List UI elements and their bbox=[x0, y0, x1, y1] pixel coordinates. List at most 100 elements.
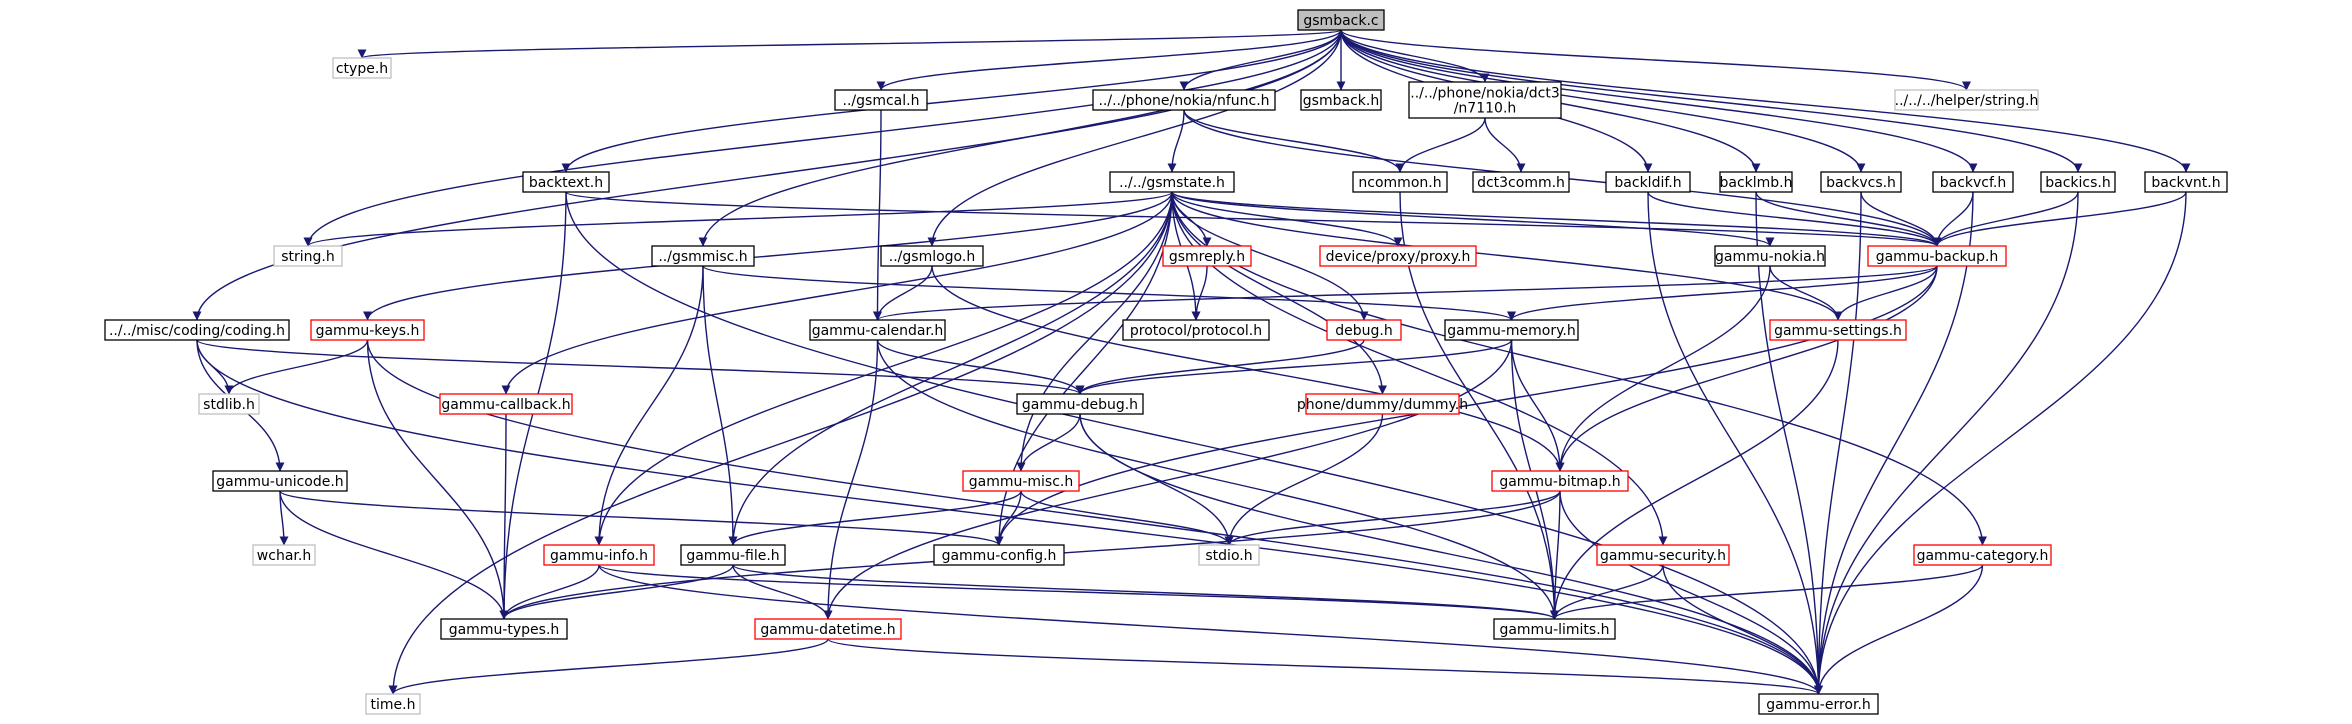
node-nfunc-h[interactable]: ../../phone/nokia/nfunc.h bbox=[1092, 89, 1276, 111]
node-label: string.h bbox=[281, 249, 335, 265]
edge-debug_h-to-gammu_debug_h bbox=[1075, 339, 1365, 395]
node-gsmcal-h[interactable]: ../gsmcal.h bbox=[834, 89, 928, 111]
node-backvcs-h[interactable]: backvcs.h bbox=[1820, 171, 1902, 193]
node-gammu-keys-h[interactable]: gammu-keys.h bbox=[310, 319, 425, 341]
node-label: stdlib.h bbox=[203, 397, 255, 413]
node-gammu-file-h[interactable]: gammu-file.h bbox=[680, 544, 786, 566]
edge-gsmback_c-to-coding_h bbox=[192, 29, 1342, 321]
node-gammu-calendar-h[interactable]: gammu-calendar.h bbox=[809, 319, 946, 341]
node-gsmlogo-h[interactable]: ../gsmlogo.h bbox=[880, 245, 984, 267]
node-gammu-nokia-h[interactable]: gammu-nokia.h bbox=[1714, 245, 1826, 267]
node-wchar-h[interactable]: wchar.h bbox=[252, 544, 316, 566]
node-gammu-security-h[interactable]: gammu-security.h bbox=[1596, 544, 1730, 566]
node-label: backvcs.h bbox=[1826, 175, 1896, 191]
node-gammu-bitmap-h[interactable]: gammu-bitmap.h bbox=[1491, 470, 1629, 492]
edge-gsmlogo_h-to-gammu_bitmap_h bbox=[931, 265, 1565, 472]
node-label: backvcf.h bbox=[1940, 175, 2007, 191]
node-gammu-memory-h[interactable]: gammu-memory.h bbox=[1444, 319, 1579, 341]
node-stdio-h[interactable]: stdio.h bbox=[1198, 544, 1260, 566]
node-gammu-settings-h[interactable]: gammu-settings.h bbox=[1769, 319, 1907, 341]
node-debug-h[interactable]: debug.h bbox=[1326, 319, 1402, 341]
node-dummy-h[interactable]: phone/dummy/dummy.h bbox=[1297, 393, 1468, 415]
node-coding-h[interactable]: ../../misc/coding/coding.h bbox=[104, 319, 290, 341]
edge-backvnt_h-to-gammu_backup_h bbox=[1932, 191, 2187, 247]
node-label: gammu-debug.h bbox=[1022, 397, 1138, 413]
node-backlmb-h[interactable]: backlmb.h bbox=[1719, 171, 1793, 193]
node-label: gammu-file.h bbox=[686, 548, 779, 564]
node-label: gammu-calendar.h bbox=[812, 323, 944, 339]
node-ncommon-h[interactable]: ncommon.h bbox=[1352, 171, 1448, 193]
edge-coding_h-to-gammu_error_h bbox=[196, 339, 1823, 695]
edge-gsmback_c-to-backics_h bbox=[1340, 29, 2083, 173]
node-gammu-unicode-h[interactable]: gammu-unicode.h bbox=[212, 470, 348, 492]
node-gsmreply-h[interactable]: gsmreply.h bbox=[1162, 245, 1252, 267]
node-gsmstate-h[interactable]: ../../gsmstate.h bbox=[1109, 171, 1235, 193]
edge-gsmstate_h-to-gammu_file_h bbox=[728, 191, 1173, 546]
edge-gsmback_c-to-helper_string_h bbox=[1340, 29, 1971, 91]
node-box bbox=[1820, 171, 1902, 193]
node-gsmmisc-h[interactable]: ../gsmmisc.h bbox=[651, 245, 755, 267]
node-gsmback-h[interactable]: gsmback.h bbox=[1300, 89, 1382, 111]
node-ctype-h[interactable]: ctype.h bbox=[332, 57, 392, 79]
edge-gammu_info_h-to-gammu_limits_h bbox=[598, 564, 1559, 620]
node-protocol-h[interactable]: protocol/protocol.h bbox=[1122, 319, 1270, 341]
edge-gammu_category_h-to-gammu_error_h bbox=[1814, 564, 1984, 695]
node-device-proxy-h[interactable]: device/proxy/proxy.h bbox=[1319, 245, 1477, 267]
node-gammu-limits-h[interactable]: gammu-limits.h bbox=[1493, 618, 1616, 640]
node-label: backtext.h bbox=[529, 175, 603, 191]
node-label: protocol/protocol.h bbox=[1130, 323, 1262, 339]
node-box bbox=[273, 245, 343, 267]
edge-gammu_file_h-to-gammu_types_h bbox=[499, 564, 734, 620]
node-gammu-callback-h[interactable]: gammu-callback.h bbox=[439, 393, 573, 415]
node-backvnt-h[interactable]: backvnt.h bbox=[2144, 171, 2228, 193]
node-gammu-backup-h[interactable]: gammu-backup.h bbox=[1867, 245, 2007, 267]
node-label: gammu-nokia.h bbox=[1715, 249, 1825, 265]
node-label: gammu-config.h bbox=[942, 548, 1057, 564]
edge-gsmback_c-to-backtext_h bbox=[561, 29, 1342, 173]
node-label: gammu-memory.h bbox=[1447, 323, 1576, 339]
edge-gammu_backup_h-to-gammu_settings_h bbox=[1833, 265, 1938, 321]
node-label: gsmback.h bbox=[1303, 93, 1379, 109]
node-box bbox=[332, 57, 392, 79]
edge-gammu_calendar_h-to-gammu_limits_h bbox=[876, 339, 1559, 620]
node-gsmback-c[interactable]: gsmback.c bbox=[1297, 9, 1385, 31]
node-label: gammu-info.h bbox=[550, 548, 648, 564]
node-label: device/proxy/proxy.h bbox=[1326, 249, 1471, 265]
node-label: backvnt.h bbox=[2151, 175, 2220, 191]
edge-gsmreply_h-to-protocol_h bbox=[1191, 265, 1208, 321]
node-gammu-category-h[interactable]: gammu-category.h bbox=[1913, 544, 2052, 566]
node-stdlib-h[interactable]: stdlib.h bbox=[198, 393, 260, 415]
node-gammu-debug-h[interactable]: gammu-debug.h bbox=[1016, 393, 1144, 415]
node-label: gammu-types.h bbox=[449, 622, 560, 638]
node-helper-string-h[interactable]: ../../../helper/string.h bbox=[1894, 89, 2039, 111]
node-time-h[interactable]: time.h bbox=[365, 693, 421, 715]
node-backvcf-h[interactable]: backvcf.h bbox=[1932, 171, 2014, 193]
node-gammu-info-h[interactable]: gammu-info.h bbox=[543, 544, 655, 566]
node-gammu-misc-h[interactable]: gammu-misc.h bbox=[962, 470, 1080, 492]
node-gammu-types-h[interactable]: gammu-types.h bbox=[440, 618, 568, 640]
node-backics-h[interactable]: backics.h bbox=[2040, 171, 2116, 193]
node-label: gsmreply.h bbox=[1169, 249, 1245, 265]
node-label: debug.h bbox=[1335, 323, 1392, 339]
node-box bbox=[1769, 319, 1907, 341]
node-gammu-datetime-h[interactable]: gammu-datetime.h bbox=[754, 618, 902, 640]
node-label: gammu-error.h bbox=[1766, 697, 1871, 713]
node-backldif-h[interactable]: backldif.h bbox=[1605, 171, 1691, 193]
edge-gammu_backup_h-to-gammu_bitmap_h bbox=[1555, 265, 1938, 472]
node-label: gammu-keys.h bbox=[316, 323, 420, 339]
edge-gsmback_c-to-backvcf_h bbox=[1340, 29, 1978, 173]
node-dct3comm-h[interactable]: dct3comm.h bbox=[1472, 171, 1570, 193]
node-string-h[interactable]: string.h bbox=[273, 245, 343, 267]
node-n7110-h[interactable]: ../../phone/nokia/dct3/n7110.h bbox=[1408, 81, 1562, 119]
node-backtext-h[interactable]: backtext.h bbox=[522, 171, 610, 193]
node-box bbox=[1867, 245, 2007, 267]
edge-gsmstate_h-to-gammu_nokia_h bbox=[1171, 191, 1775, 247]
edge-gsmback_c-to-nfunc_h bbox=[1179, 29, 1342, 91]
node-box bbox=[543, 544, 655, 566]
node-box bbox=[2040, 171, 2116, 193]
edge-backlmb_h-to-gammu_backup_h bbox=[1755, 191, 1942, 247]
node-gammu-config-h[interactable]: gammu-config.h bbox=[933, 544, 1065, 566]
node-gammu-error-h[interactable]: gammu-error.h bbox=[1758, 693, 1879, 715]
node-box bbox=[439, 393, 573, 415]
